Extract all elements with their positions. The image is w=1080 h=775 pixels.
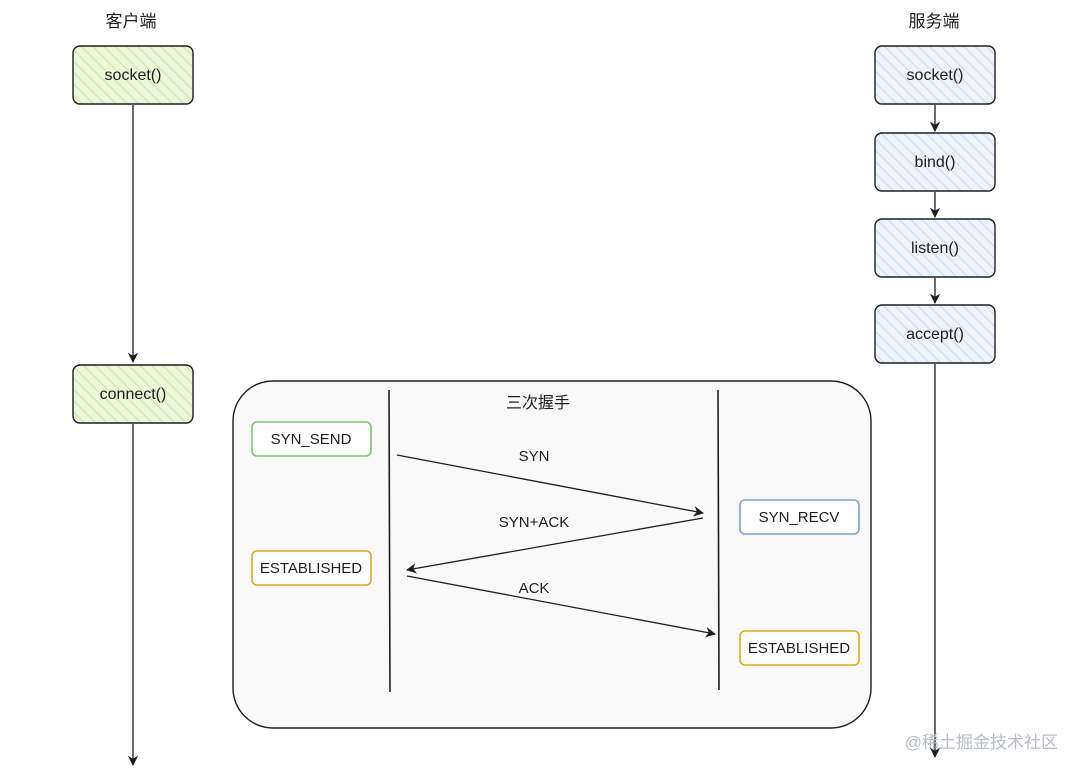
- message-syn-ack-label: SYN+ACK: [499, 514, 569, 531]
- server-accept-label: accept(): [906, 326, 964, 343]
- server-title: 服务端: [909, 12, 960, 31]
- server-lifeline: [717, 389, 720, 691]
- server-bind-label: bind(): [915, 154, 956, 171]
- client-connect-box: connect(): [72, 364, 194, 424]
- client-lifeline: [388, 389, 391, 693]
- watermark: @稀土掘金技术社区: [905, 733, 1058, 752]
- client-connect-label: connect(): [100, 386, 167, 403]
- state-client-established-label: ESTABLISHED: [260, 560, 362, 577]
- server-accept-box: accept(): [874, 304, 996, 364]
- handshake-title: 三次握手: [506, 394, 570, 412]
- message-syn-label: SYN: [519, 448, 550, 465]
- message-syn-ack-arrow: [405, 517, 704, 574]
- handshake-panel: 三次握手 SYN_SEND ESTABLISHED SYN_RECV ESTAB…: [232, 380, 872, 729]
- state-syn-recv-label: SYN_RECV: [759, 509, 840, 526]
- client-socket-label: socket(): [105, 67, 162, 84]
- client-title: 客户端: [106, 12, 157, 31]
- message-ack-arrow: [406, 575, 717, 638]
- message-syn-arrow: [396, 454, 705, 517]
- client-socket-box: socket(): [72, 45, 194, 105]
- state-syn-send-label: SYN_SEND: [271, 431, 352, 448]
- server-socket-label: socket(): [907, 67, 964, 84]
- state-server-established-box: ESTABLISHED: [739, 630, 860, 666]
- server-listen-box: listen(): [874, 218, 996, 278]
- state-server-established-label: ESTABLISHED: [748, 640, 850, 657]
- state-syn-send-box: SYN_SEND: [251, 421, 372, 457]
- server-listen-label: listen(): [911, 240, 959, 257]
- state-syn-recv-box: SYN_RECV: [739, 499, 860, 535]
- state-client-established-box: ESTABLISHED: [251, 550, 372, 586]
- server-socket-box: socket(): [874, 45, 996, 105]
- message-ack-label: ACK: [519, 580, 550, 597]
- server-bind-box: bind(): [874, 132, 996, 192]
